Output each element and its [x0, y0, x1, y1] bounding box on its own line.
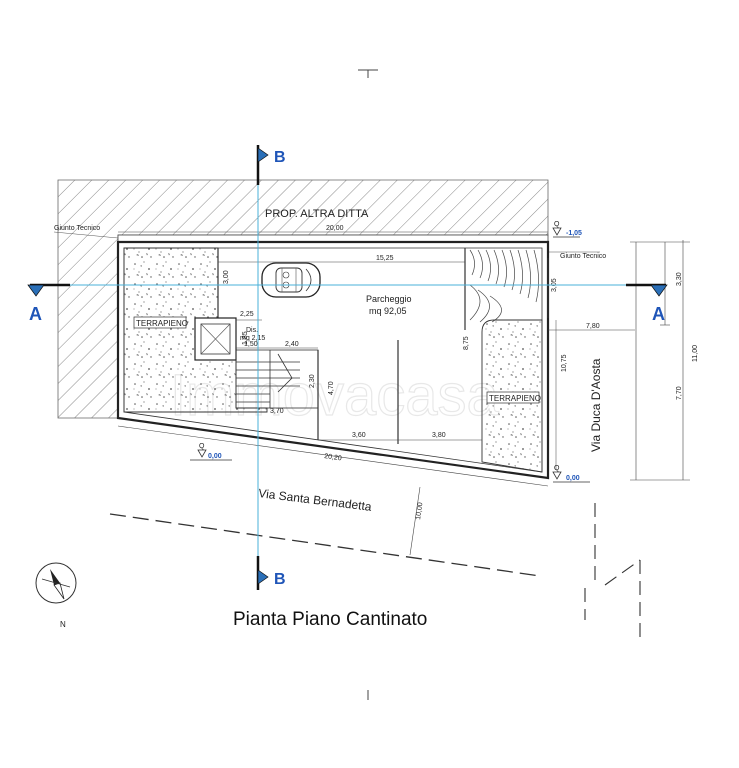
dim-street-width: 10,00	[415, 502, 424, 520]
dim-780: 7,80	[586, 323, 600, 330]
svg-text:Q: Q	[554, 221, 560, 228]
section-marker-a-right: A	[650, 284, 668, 324]
ramp	[469, 249, 539, 323]
storage-name: Dis.	[246, 327, 258, 334]
joint-right-label: Giunto Tecnico	[560, 253, 606, 260]
parking-name: Parcheggio	[366, 294, 412, 304]
dim-right-330: 3,30	[676, 272, 683, 286]
section-marker-b-top: B	[257, 147, 286, 166]
dim-bay-right: 3,80	[432, 432, 446, 439]
dim-top-width: 20,00	[326, 225, 344, 232]
joint-left-leader	[53, 231, 119, 239]
svg-text:Q: Q	[554, 465, 560, 472]
dim-bottom-width: 20,20	[324, 453, 342, 462]
car-icon	[261, 262, 321, 298]
dim-bay-left: 3,60	[352, 432, 366, 439]
axis-tick-top	[358, 69, 378, 78]
north-arrow-icon: N	[35, 562, 77, 629]
dim-right-1100: 11,00	[692, 345, 699, 362]
fill-label-left-box	[133, 316, 187, 329]
dim-line-street	[409, 486, 421, 556]
fill-label-left: TERRAPIENO	[136, 319, 188, 328]
fill-label-right: TERRAPIENO	[489, 394, 541, 403]
section-marker-a-left: A	[27, 284, 45, 324]
fill-label-right-box	[486, 391, 540, 404]
dim-240: 2,40	[285, 341, 299, 348]
section-marker-b-bottom: B	[257, 569, 286, 588]
staircase	[235, 349, 319, 409]
parking-area: mq 92,05	[369, 306, 407, 316]
svg-text:A: A	[29, 304, 42, 324]
svg-text:-1,05: -1,05	[566, 230, 582, 237]
dim-370: 3,70	[270, 408, 284, 415]
svg-text:0,00: 0,00	[566, 475, 580, 482]
dim-1075: 10,75	[561, 354, 568, 372]
building-outline	[116, 240, 550, 480]
dim-offset: 2,25	[240, 311, 254, 318]
dim-right-770: 7,70	[676, 386, 683, 400]
storage-area: mq 2,15	[240, 335, 265, 342]
corner-edge-dashed	[584, 500, 641, 640]
elevation-top: Q -1,05	[552, 221, 582, 238]
neighbor-property-label: PROP. ALTRA DITTA	[265, 208, 369, 220]
street-edge-dashed	[109, 513, 541, 577]
dim-230: 2,30	[309, 374, 316, 388]
street-south-label: Via Santa Bernadetta	[258, 486, 373, 514]
svg-text:Q: Q	[199, 443, 205, 450]
joint-left-label: Giunto Tecnico	[54, 225, 100, 232]
drawing-title: Pianta Piano Cantinato	[233, 609, 427, 630]
dim-150: 1,50	[244, 341, 258, 348]
dim-parking-height: 3,00	[223, 270, 230, 284]
elevation-right: Q 0,00	[552, 465, 590, 483]
dim-stair-h: 1,85	[242, 331, 249, 345]
svg-text:A: A	[652, 304, 665, 324]
svg-text:B: B	[274, 571, 286, 588]
svg-text:0,00: 0,00	[208, 453, 222, 460]
north-label: N	[60, 620, 66, 629]
dim-inner-width: 15,25	[376, 255, 394, 262]
svg-text:B: B	[274, 149, 286, 166]
lift-cross	[200, 323, 231, 355]
dim-right-chain	[630, 240, 690, 481]
dim-line-bottom	[117, 425, 549, 487]
dim-875: 8,75	[463, 336, 470, 350]
dim-470: 4,70	[328, 381, 335, 395]
elevation-left: Q 0,00	[190, 443, 232, 461]
street-east-label: Via Duca D'Aosta	[589, 358, 603, 452]
lift-shaft	[200, 323, 231, 355]
